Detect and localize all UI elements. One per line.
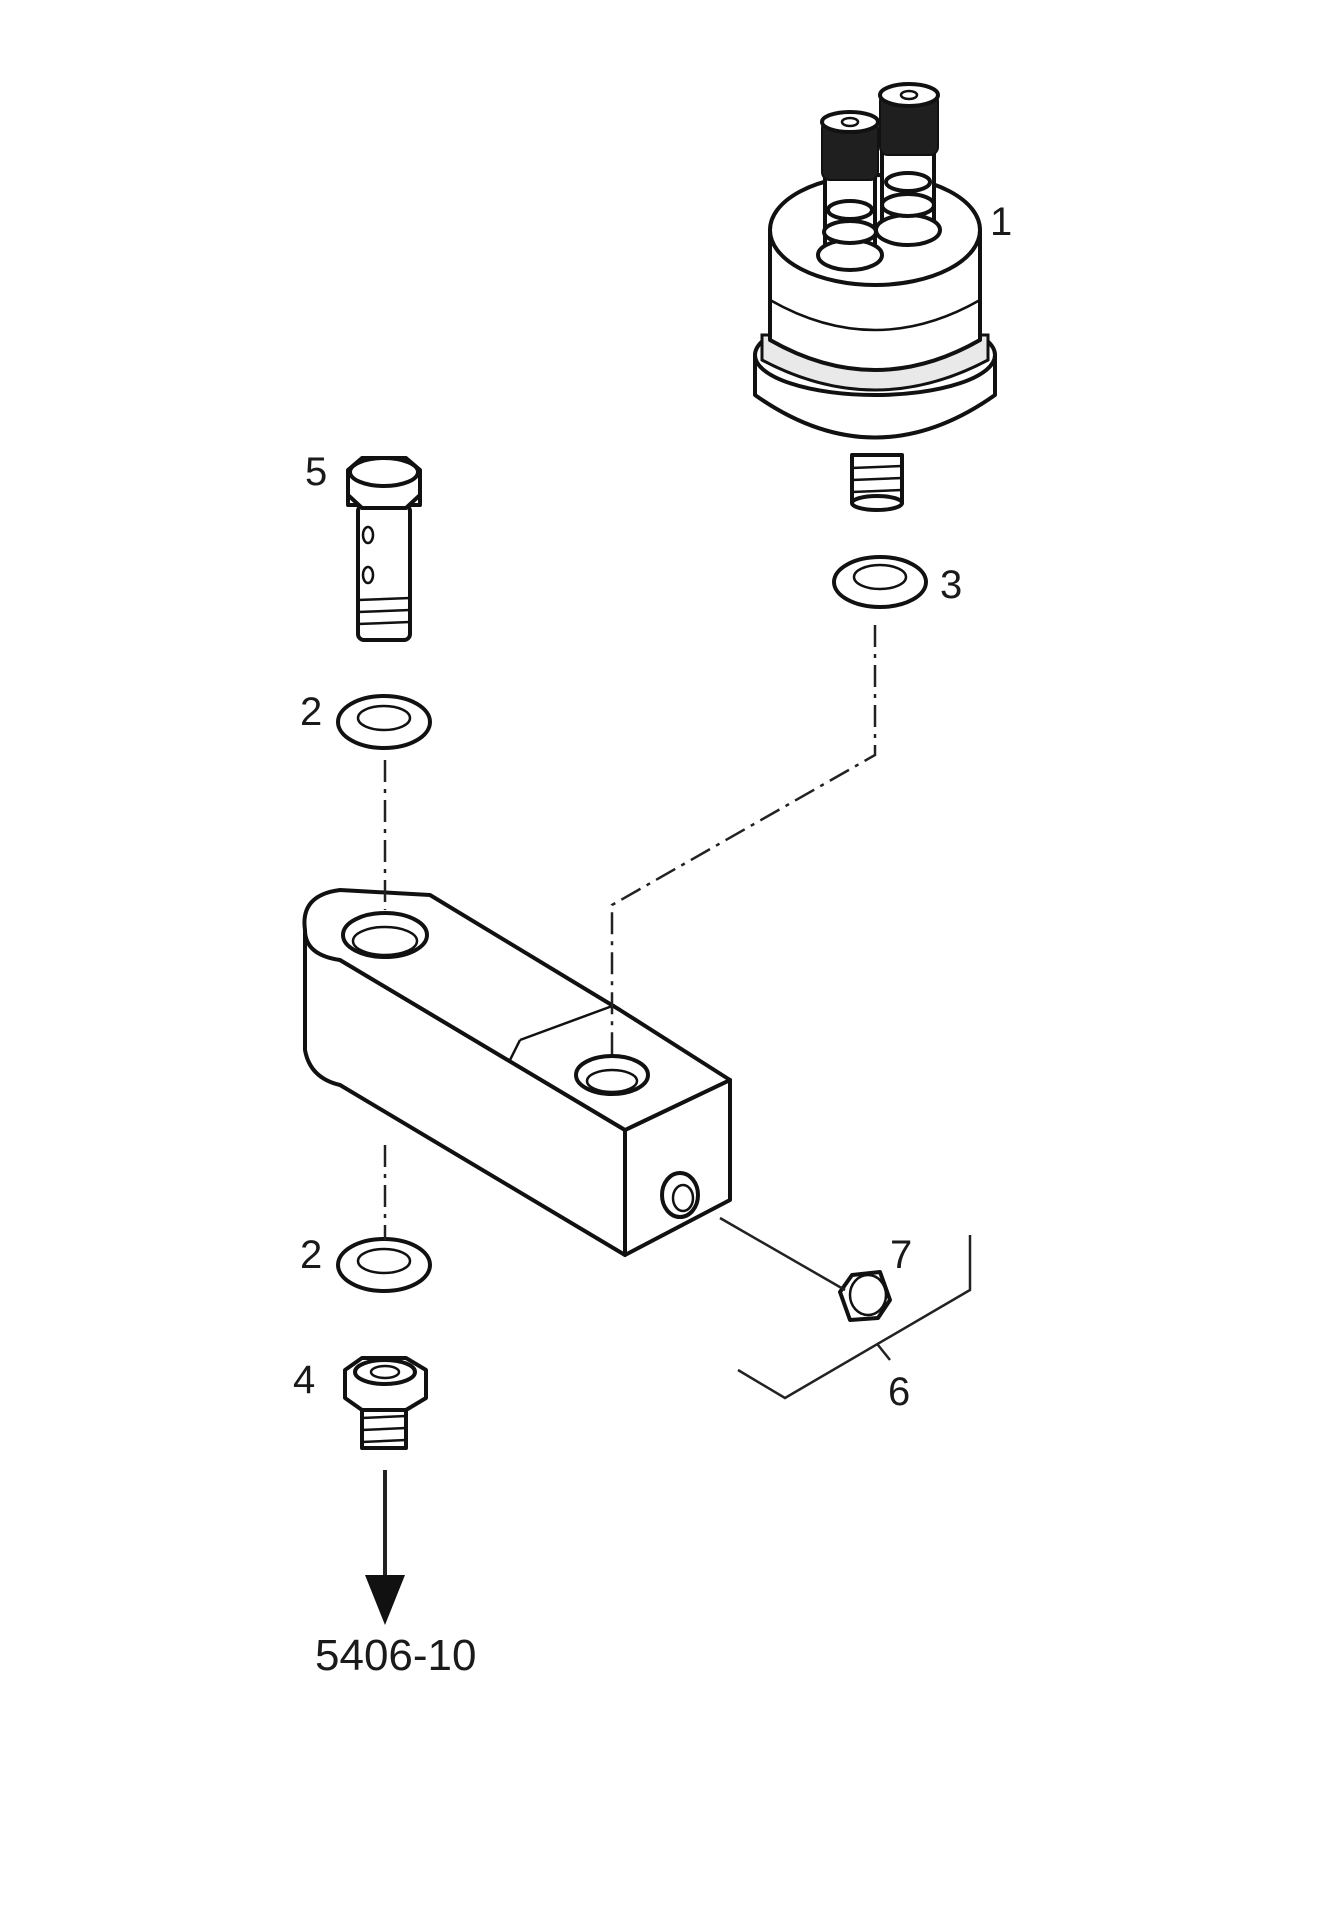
- callout-5: 5: [305, 450, 327, 494]
- washer-2-top: [336, 694, 432, 750]
- callout-3: 3: [940, 563, 962, 607]
- plug-7: [838, 1270, 892, 1322]
- sensor-threaded-stem: [850, 453, 904, 512]
- terminal-left: [816, 110, 884, 272]
- mounting-bracket: [302, 888, 732, 1257]
- assembly-lines: [383, 625, 877, 1292]
- callout-1: 1: [990, 200, 1012, 244]
- callout-4: 4: [293, 1358, 315, 1402]
- callout-2-top: 2: [300, 690, 322, 734]
- washer-3: [832, 555, 928, 609]
- terminal-right: [874, 82, 942, 247]
- callout-2-bottom: 2: [300, 1233, 322, 1277]
- bolt-5: [346, 456, 422, 642]
- kit-bracket: [737, 1235, 972, 1400]
- pressure-sensor: [753, 82, 997, 512]
- reference-arrow: [365, 1470, 405, 1625]
- callout-6: 6: [888, 1370, 910, 1414]
- callout-7: 7: [890, 1233, 912, 1277]
- reference-label: 5406-10: [315, 1631, 476, 1680]
- hollow-screw-4: [343, 1356, 428, 1450]
- washer-2-bottom: [336, 1237, 432, 1293]
